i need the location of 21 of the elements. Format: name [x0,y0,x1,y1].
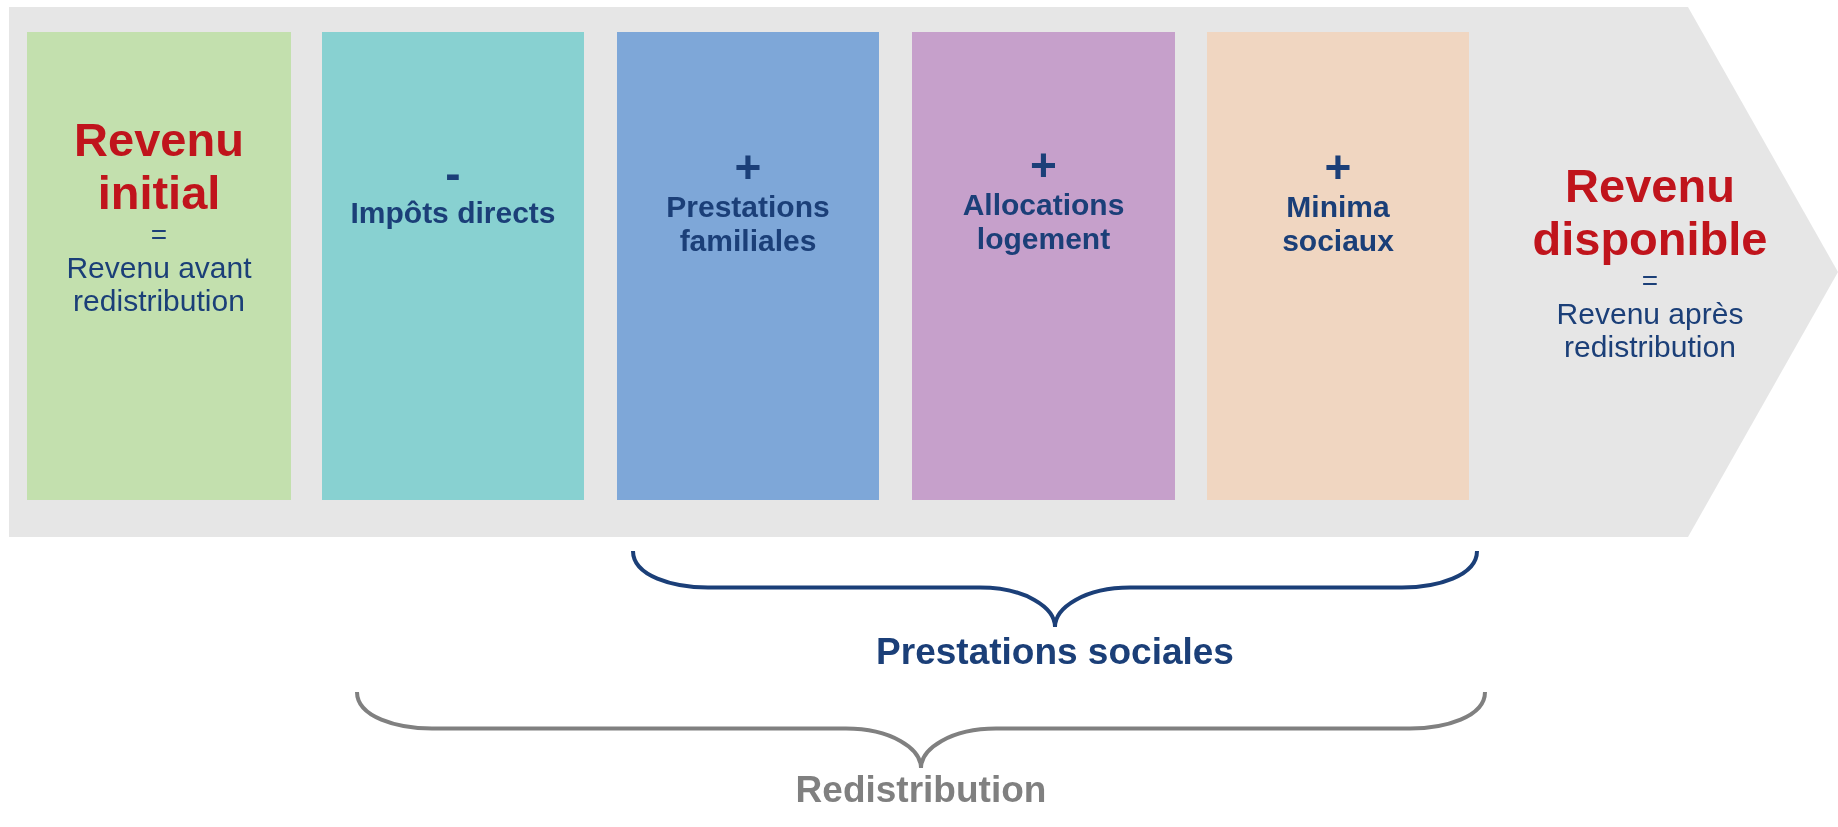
brace-label: Prestations sociales [876,631,1234,673]
category-box [1207,32,1469,500]
category-box [27,32,291,500]
income-definition: Revenu après redistribution [1555,296,1745,364]
item-label: Prestations familiales [665,190,831,258]
operator-sign: - [444,150,462,196]
category-box [912,32,1175,500]
operator-sign: + [1323,144,1353,190]
category-box [322,32,584,500]
equals-sign: = [1640,265,1660,297]
category-box [617,32,879,500]
income-heading: Revenu disponible [1531,160,1769,266]
operator-sign: + [733,144,763,190]
item-label: Allocations logement [961,188,1126,256]
income-definition: Revenu avant redistribution [65,250,253,318]
income-heading: Revenu initial [73,114,245,220]
operator-sign: + [1029,142,1058,188]
item-label: Minima sociaux [1281,190,1395,258]
item-label: Impôts directs [349,196,557,230]
equals-sign: = [149,219,169,251]
brace-label: Redistribution [795,769,1047,811]
